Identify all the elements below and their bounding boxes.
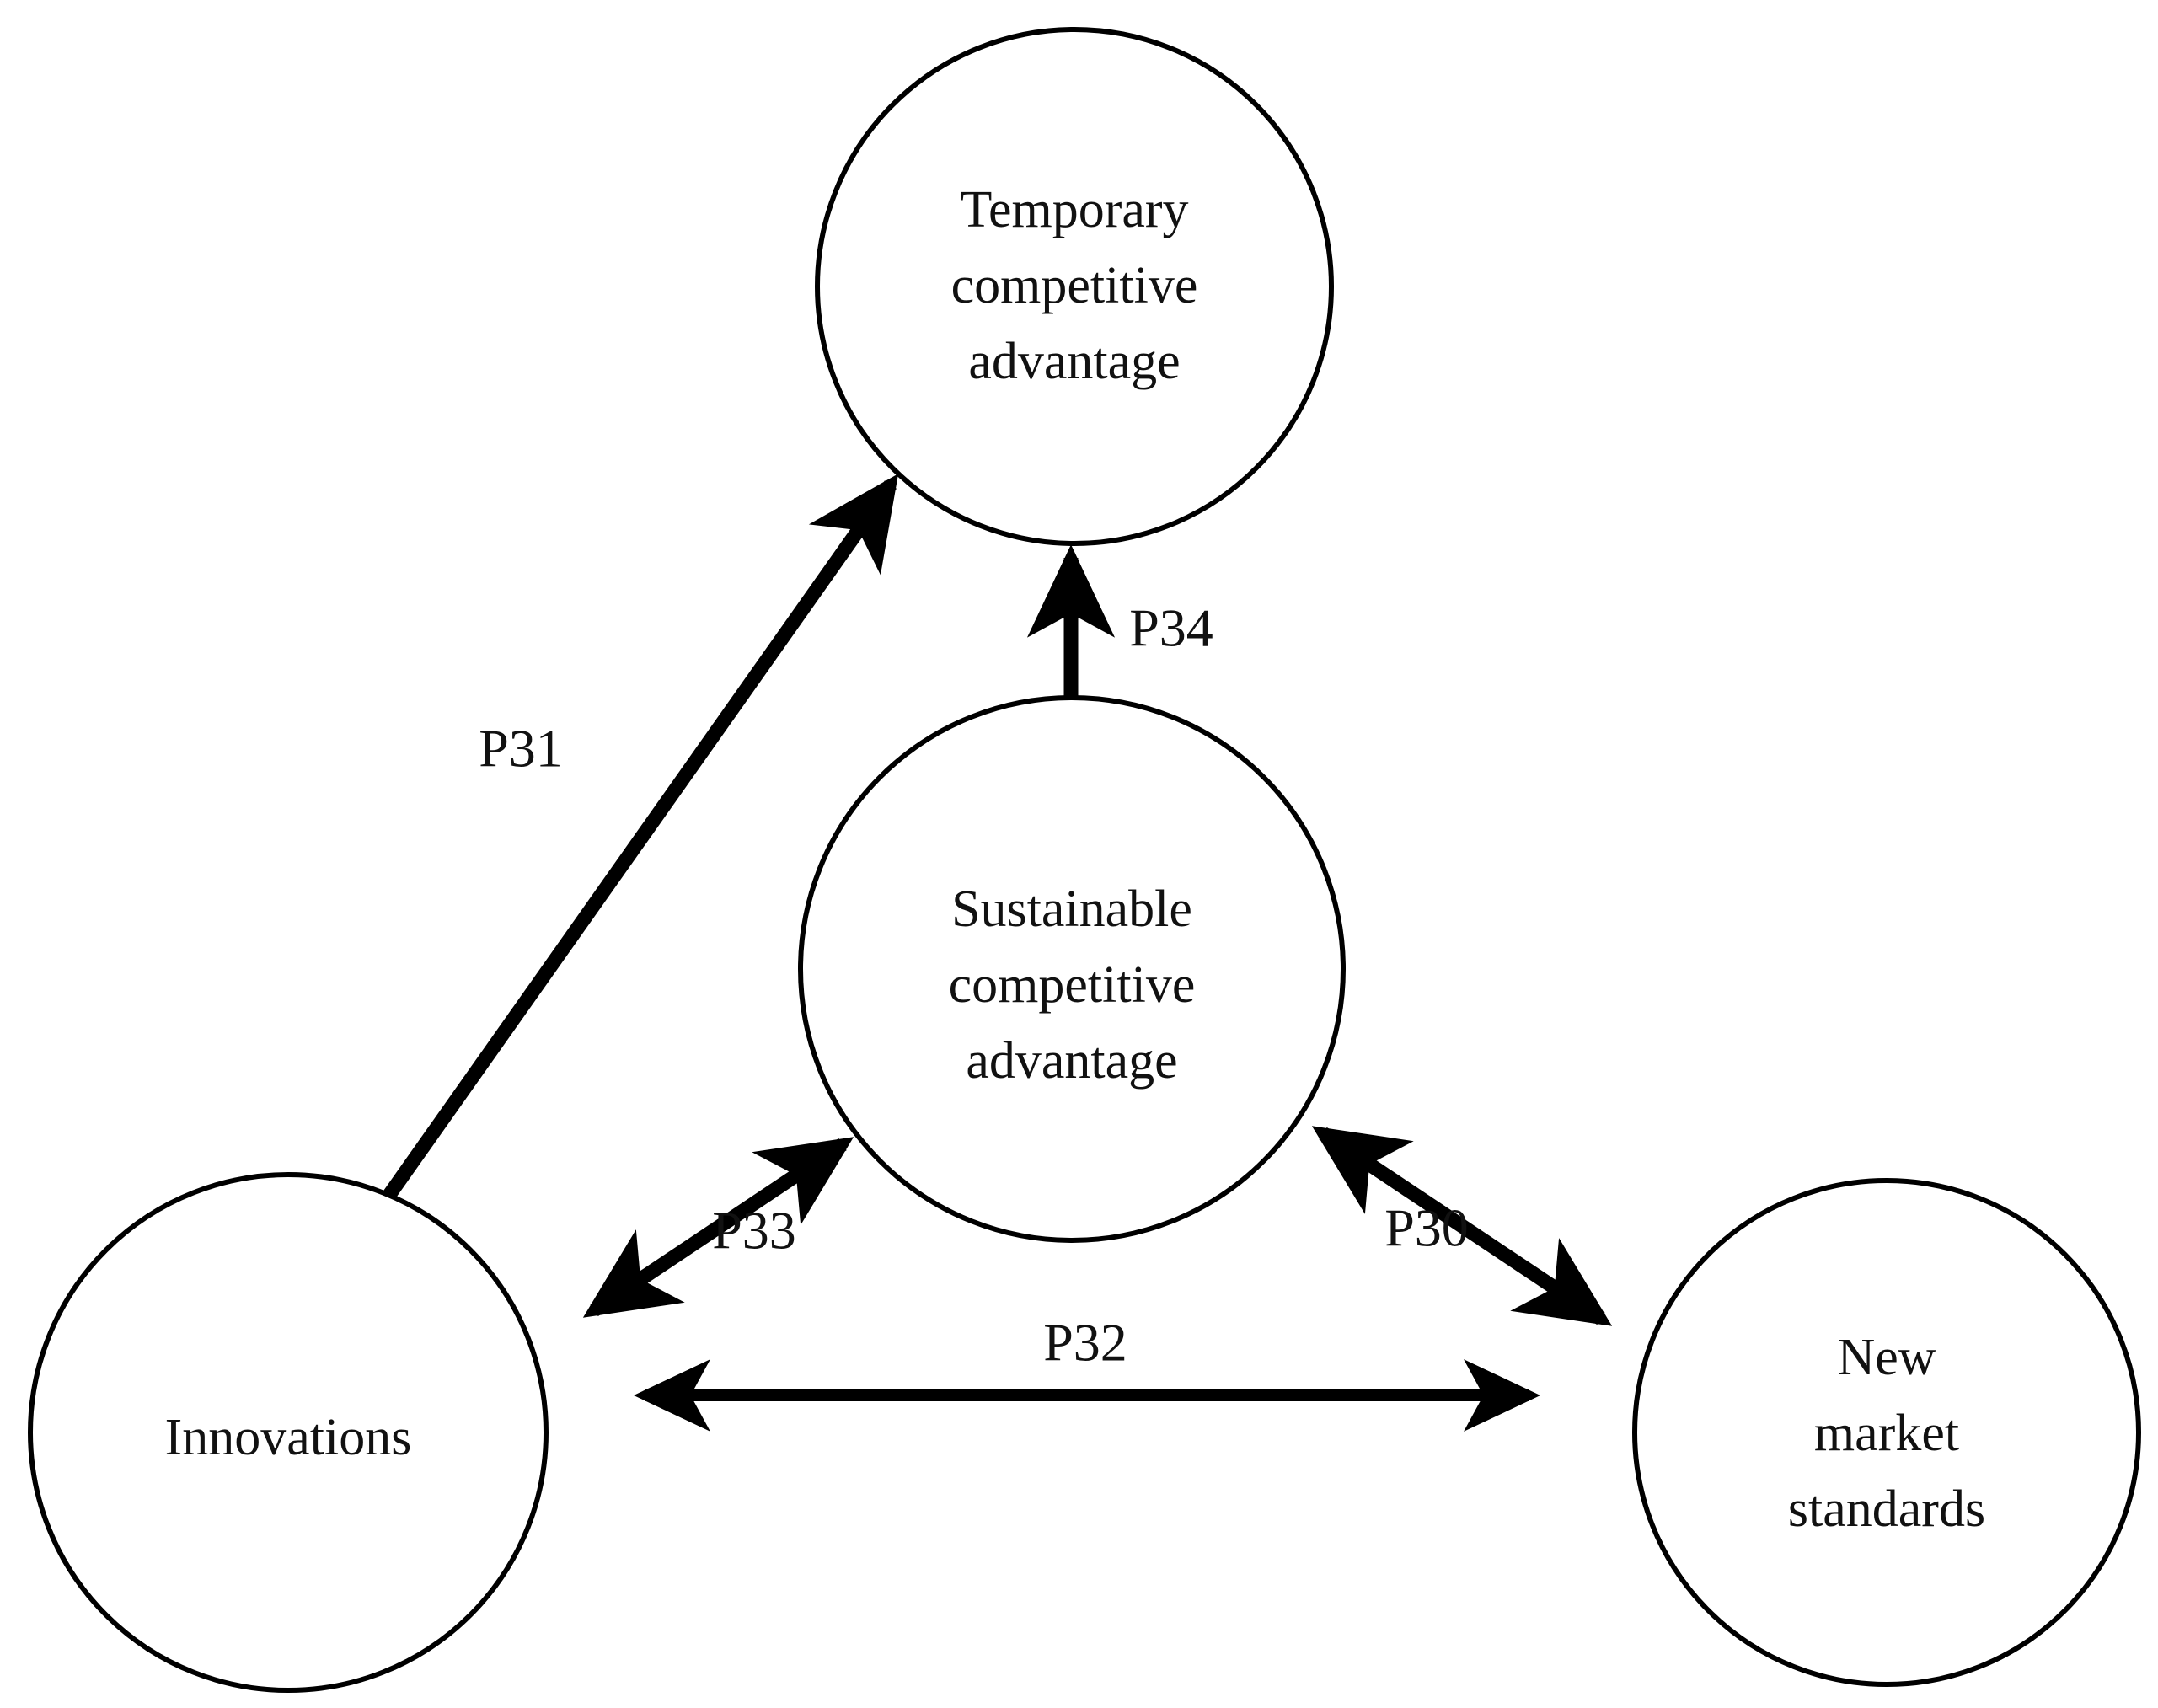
node-temporary-competitive-advantage-line-2: competitive xyxy=(951,257,1198,314)
edge-label-p32: P32 xyxy=(1043,1313,1127,1373)
node-new-market-standards-circle[interactable] xyxy=(1632,1178,2141,1687)
node-new-market-standards[interactable]: New market standards xyxy=(1632,1178,2141,1687)
node-temporary-competitive-advantage-line-1: Temporary xyxy=(960,181,1188,238)
edge-p32: P32 xyxy=(634,1313,1540,1432)
edge-p31-line xyxy=(383,474,899,1199)
edge-p33-line xyxy=(582,1137,854,1318)
edge-label-p31: P31 xyxy=(479,719,563,779)
edge-p34: P34 xyxy=(1026,544,1213,699)
node-innovations-circle[interactable] xyxy=(28,1172,549,1693)
node-temporary-competitive-advantage-circle[interactable] xyxy=(815,27,1334,546)
edge-p30: P30 xyxy=(1311,1126,1613,1326)
node-sustainable-competitive-advantage-circle[interactable] xyxy=(798,695,1346,1243)
node-innovations-line-1: Innovations xyxy=(165,1409,412,1466)
node-new-market-standards-line-2: market xyxy=(1814,1405,1959,1462)
edge-label-p30: P30 xyxy=(1384,1198,1469,1258)
node-new-market-standards-line-3: standards xyxy=(1788,1480,1985,1538)
edge-p31: P31 xyxy=(383,474,899,1199)
edge-label-p33: P33 xyxy=(712,1201,796,1261)
edge-p30-line xyxy=(1311,1126,1613,1326)
node-innovations[interactable]: Innovations xyxy=(28,1172,549,1693)
node-sustainable-competitive-advantage-line-1: Sustainable xyxy=(951,881,1192,938)
node-new-market-standards-line-1: New xyxy=(1837,1329,1936,1386)
node-sustainable-competitive-advantage[interactable]: Sustainable competitive advantage xyxy=(798,695,1346,1243)
edge-p33: P33 xyxy=(582,1137,854,1318)
node-temporary-competitive-advantage[interactable]: Temporary competitive advantage xyxy=(815,27,1334,546)
node-temporary-competitive-advantage-line-3: advantage xyxy=(968,333,1180,390)
edge-label-p34: P34 xyxy=(1129,598,1213,658)
node-sustainable-competitive-advantage-line-2: competitive xyxy=(949,956,1196,1014)
node-sustainable-competitive-advantage-line-3: advantage xyxy=(966,1032,1177,1090)
